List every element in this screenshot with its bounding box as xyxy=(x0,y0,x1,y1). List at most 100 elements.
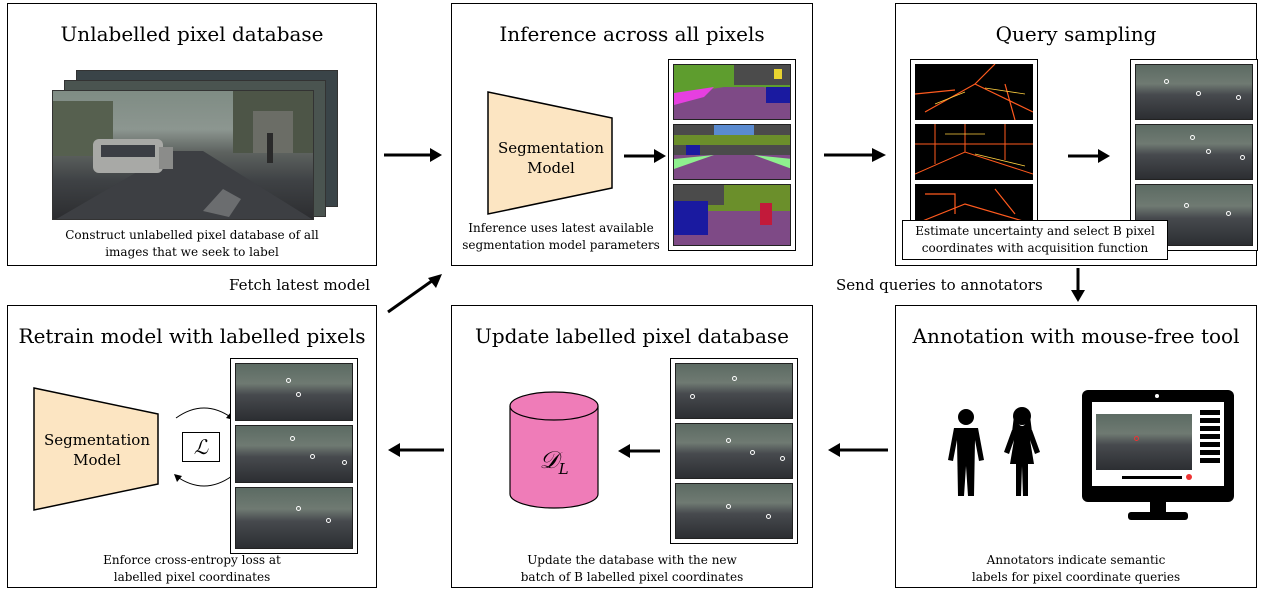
arrow-fetch-latest-model xyxy=(387,274,442,314)
segmentation-model-label: Segmentation Model xyxy=(486,138,616,178)
label-point xyxy=(342,460,347,465)
label-point xyxy=(750,450,755,455)
labelled-image-1 xyxy=(235,363,353,421)
panel-query-title: Query sampling xyxy=(995,22,1157,46)
arrow-model-to-predictions xyxy=(624,149,666,163)
query-point xyxy=(1190,135,1195,140)
fetch-latest-model-label: Fetch latest model xyxy=(229,276,370,294)
segmentation-model-label: Segmentation Model xyxy=(32,430,162,470)
query-point xyxy=(1226,211,1231,216)
panel-inference-caption: Inference uses latest available segmenta… xyxy=(456,220,666,254)
model-label-line-1: Segmentation xyxy=(497,139,604,157)
label-point xyxy=(732,376,737,381)
labelled-image-3 xyxy=(235,487,353,549)
query-point xyxy=(1164,79,1169,84)
labelled-image-2 xyxy=(235,425,353,483)
panel-annotation-title: Annotation with mouse-free tool xyxy=(912,324,1240,348)
label-option[interactable] xyxy=(1200,434,1220,439)
query-note-box: Estimate uncertainty and select B pixel … xyxy=(902,220,1168,260)
label-option[interactable] xyxy=(1200,418,1220,423)
query-film-strip xyxy=(1130,59,1258,251)
caption-line-2: labelled pixel coordinates xyxy=(113,570,271,584)
label-option[interactable] xyxy=(1200,410,1220,415)
arrow-update-to-retrain xyxy=(388,443,444,457)
caption-line-1: Inference uses latest available xyxy=(468,221,654,235)
database-symbol: 𝒟 xyxy=(539,446,559,474)
label-point xyxy=(290,436,295,441)
panel-retrain: Retrain model with labelled pixels Segme… xyxy=(7,305,377,588)
label-point xyxy=(780,456,785,461)
model-label-line-2: Model xyxy=(527,159,575,177)
annotation-image xyxy=(1096,414,1192,470)
uncertainty-film-strip xyxy=(910,59,1038,239)
labelled-image-1 xyxy=(675,363,793,419)
caption-line-1: Update the database with the new xyxy=(527,553,737,567)
note-line-2: coordinates with acquisition function xyxy=(921,241,1149,255)
arrow-send-queries xyxy=(1071,268,1085,302)
caption-line-1: Construct unlabelled pixel database of a… xyxy=(65,228,319,242)
label-option[interactable] xyxy=(1200,442,1220,447)
labelled-database-cylinder xyxy=(509,391,599,509)
label-point xyxy=(296,392,301,397)
label-point xyxy=(726,504,731,509)
label-point xyxy=(286,378,291,383)
prediction-map-3 xyxy=(673,184,791,246)
caption-line-2: labels for pixel coordinate queries xyxy=(971,570,1181,584)
note-line-1: Estimate uncertainty and select B pixel xyxy=(915,224,1155,238)
panel-inference: Inference across all pixels Segmentation… xyxy=(451,3,813,266)
caption-line-2: images that we seek to label xyxy=(105,245,279,259)
query-point xyxy=(1184,203,1189,208)
panel-retrain-caption: Enforce cross-entropy loss at labelled p… xyxy=(8,552,376,586)
caption-line-2: segmentation model parameters xyxy=(462,238,660,252)
query-image-1 xyxy=(1135,64,1253,120)
uncertainty-map-1 xyxy=(915,64,1033,120)
label-option[interactable] xyxy=(1200,426,1220,431)
update-film-strip xyxy=(670,358,798,544)
panel-annotation: Annotation with mouse-free tool xyxy=(895,305,1257,588)
panel-unlabelled-title: Unlabelled pixel database xyxy=(60,22,324,46)
segmentation-model-shape xyxy=(487,91,613,215)
street-scene-svg xyxy=(53,91,313,219)
panel-update: Update labelled pixel database 𝒟L Update… xyxy=(451,305,813,588)
segmentation-model-shape xyxy=(33,387,159,511)
annotation-monitor xyxy=(1082,390,1234,502)
progress-marker xyxy=(1186,474,1192,480)
uncertainty-map-2 xyxy=(915,124,1033,180)
label-point xyxy=(310,454,315,459)
panel-query: Query sampling Estimate unce xyxy=(895,3,1258,266)
label-point xyxy=(296,506,301,511)
panel-update-caption: Update the database with the new batch o… xyxy=(452,552,812,586)
prediction-film-strip xyxy=(668,59,796,251)
annotator-man-icon xyxy=(948,409,984,496)
monitor-camera xyxy=(1155,394,1159,398)
label-point xyxy=(326,518,331,523)
caption-line-1: Annotators indicate semantic xyxy=(986,553,1166,567)
label-option[interactable] xyxy=(1200,458,1220,463)
panel-update-title: Update labelled pixel database xyxy=(475,324,789,348)
database-subscript: L xyxy=(558,459,569,478)
label-point xyxy=(766,514,771,519)
label-option[interactable] xyxy=(1200,450,1220,455)
prediction-map-1 xyxy=(673,64,791,120)
monitor-stand-base xyxy=(1128,512,1188,520)
label-point xyxy=(726,438,731,443)
database-label: 𝒟L xyxy=(508,446,600,478)
arrow-images-to-database xyxy=(618,444,660,458)
annotation-query-point xyxy=(1134,436,1139,441)
annotation-tool-screen xyxy=(1092,402,1224,486)
query-image-2 xyxy=(1135,124,1253,180)
labelled-image-3 xyxy=(675,483,793,539)
query-point xyxy=(1240,155,1245,160)
panel-retrain-title: Retrain model with labelled pixels xyxy=(18,324,366,348)
arrow-unlabelled-to-inference xyxy=(384,148,442,162)
labelled-image-2 xyxy=(675,423,793,479)
model-label-line-2: Model xyxy=(73,451,121,469)
loss-box: ℒ xyxy=(182,432,220,462)
loss-symbol: ℒ xyxy=(193,435,209,459)
caption-line-2: batch of B labelled pixel coordinates xyxy=(520,570,744,584)
progress-bar xyxy=(1122,476,1182,479)
street-image xyxy=(52,90,314,220)
label-list xyxy=(1200,410,1220,466)
annotator-woman-icon xyxy=(1004,407,1040,496)
label-point xyxy=(690,394,695,399)
